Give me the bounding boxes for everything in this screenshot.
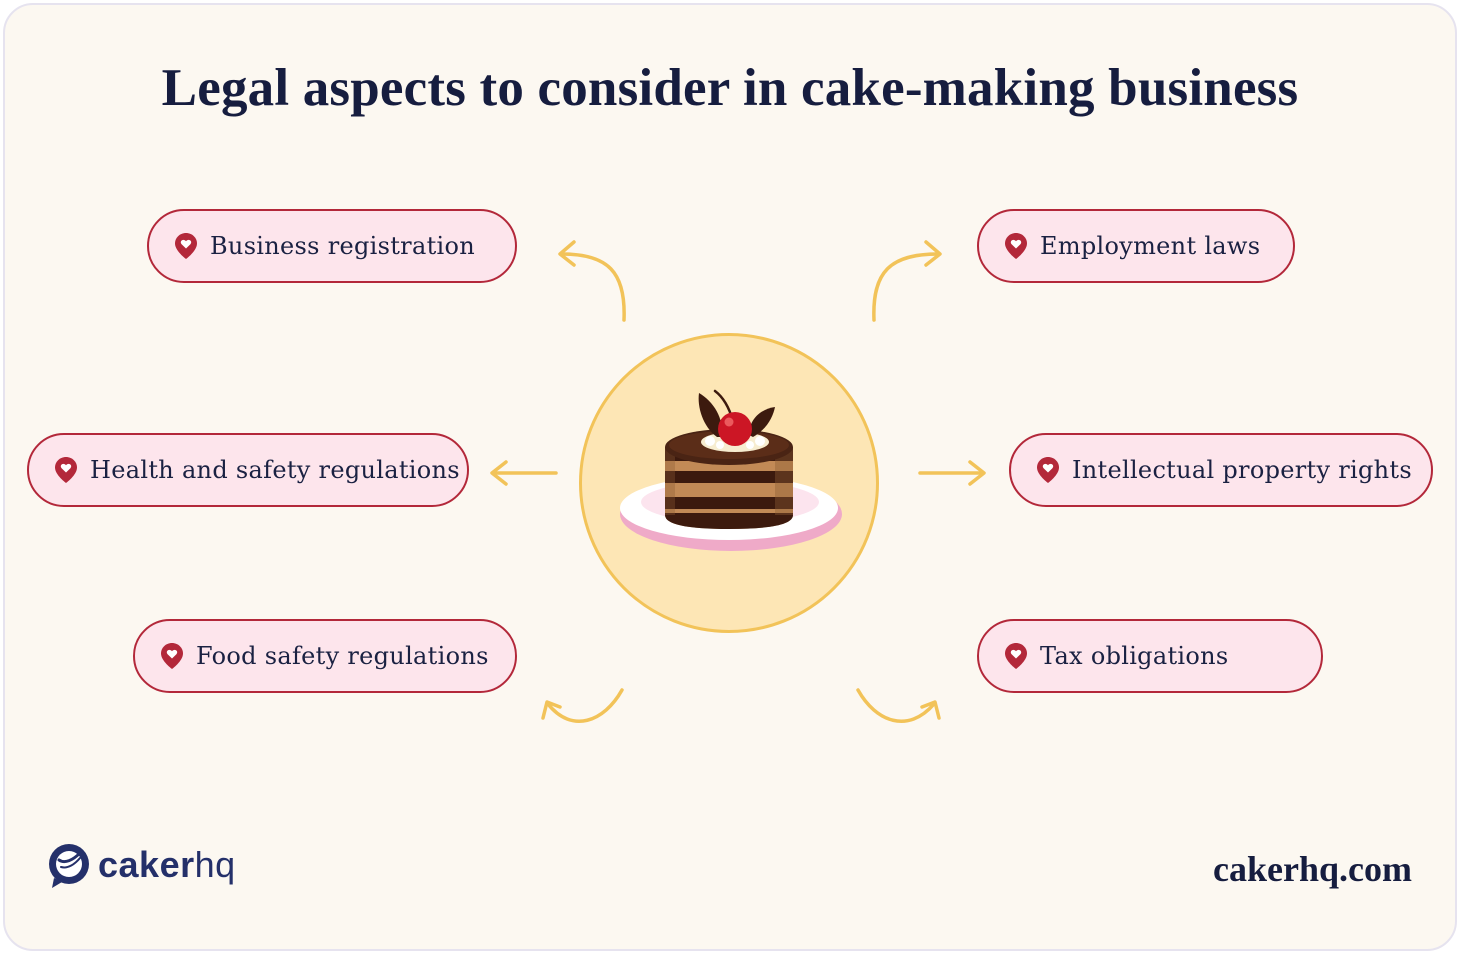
aspect-business-registration: Business registration <box>147 209 517 283</box>
aspect-intellectual-property: Intellectual property rights <box>1009 433 1433 507</box>
aspect-label: Employment laws <box>1040 232 1261 260</box>
page-title: Legal aspects to consider in cake-making… <box>161 59 1299 117</box>
map-pin-heart-icon <box>55 457 77 483</box>
logo-wordmark-bold: caker <box>98 844 195 885</box>
aspect-employment-laws: Employment laws <box>977 209 1295 283</box>
whisk-chat-icon <box>49 844 89 888</box>
aspect-label: Business registration <box>210 232 475 260</box>
cake-icon <box>620 389 842 551</box>
aspect-label: Health and safety regulations <box>90 456 460 484</box>
brand-logo: cakerhq <box>46 840 236 890</box>
arrow-to-intellectual-property <box>918 460 986 486</box>
logo-wordmark: cakerhq <box>98 844 236 886</box>
aspect-health-safety: Health and safety regulations <box>27 433 469 507</box>
website-url: cakerhq.com <box>1213 849 1412 889</box>
arrow-to-health-safety <box>490 460 558 486</box>
aspect-label: Tax obligations <box>1040 642 1229 670</box>
map-pin-heart-icon <box>161 643 183 669</box>
map-pin-heart-icon <box>175 233 197 259</box>
map-pin-heart-icon <box>1037 457 1059 483</box>
arrow-to-employment-laws <box>872 240 942 322</box>
arrow-to-business-registration <box>558 240 626 322</box>
aspect-tax-obligations: Tax obligations <box>977 619 1323 693</box>
arrow-to-food-safety <box>541 688 624 723</box>
map-pin-heart-icon <box>1005 643 1027 669</box>
map-pin-heart-icon <box>1005 233 1027 259</box>
aspect-food-safety: Food safety regulations <box>133 619 517 693</box>
aspect-label: Intellectual property rights <box>1072 456 1412 484</box>
aspect-label: Food safety regulations <box>196 642 489 670</box>
logo-wordmark-light: hq <box>194 844 236 885</box>
arrow-to-tax-obligations <box>856 688 941 723</box>
